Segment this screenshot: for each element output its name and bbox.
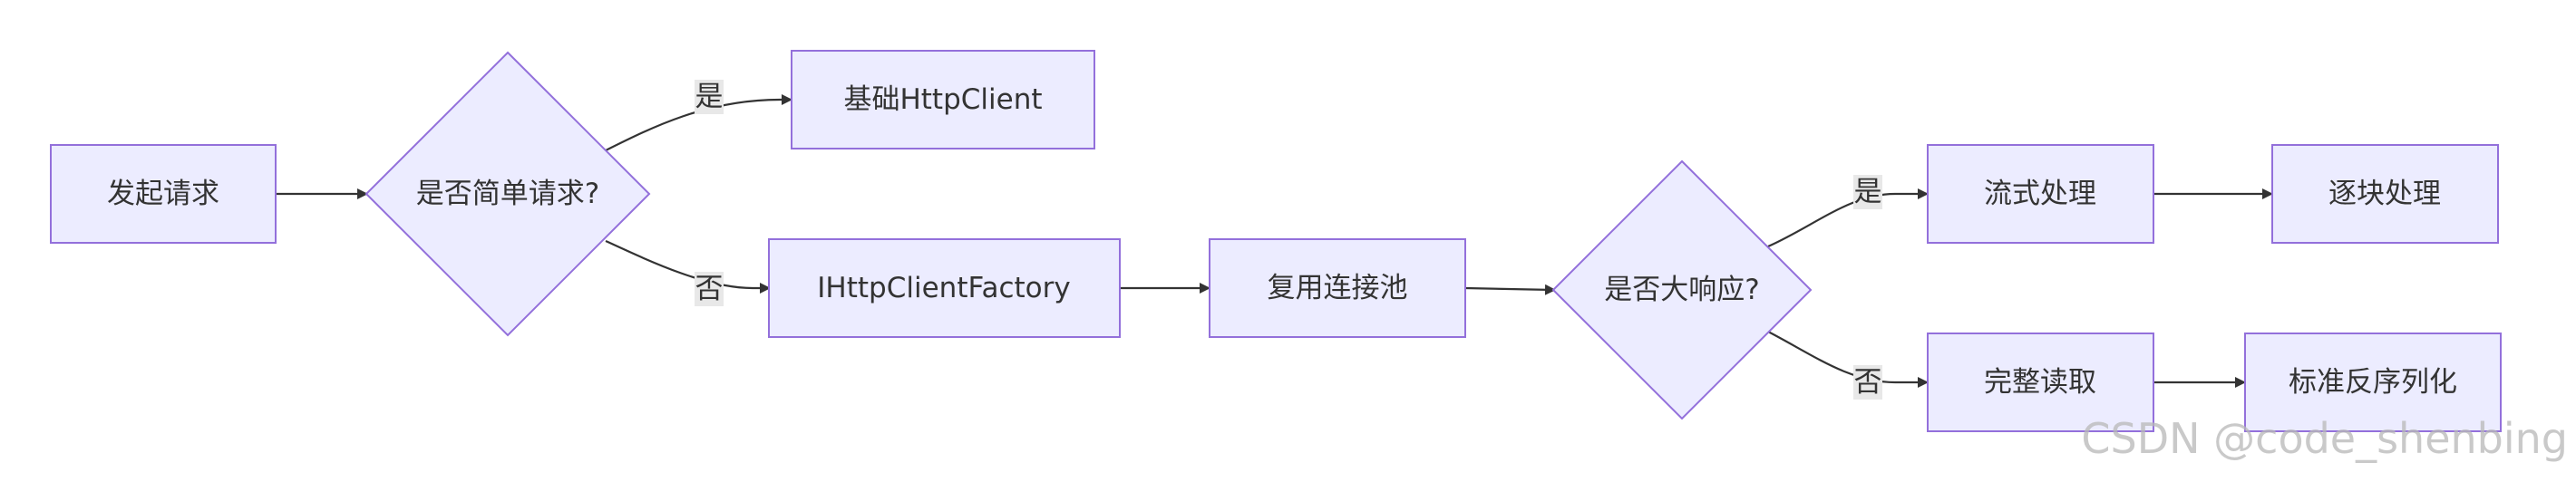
decision-large-response: 是否大响应?: [1551, 159, 1813, 420]
edge-label-simple-yes: 是: [695, 80, 724, 114]
watermark: CSDN @code_shenbing: [2081, 414, 2568, 463]
svg-text:否: 否: [1854, 366, 1882, 399]
svg-text:是: 是: [695, 81, 724, 113]
svg-text:否: 否: [695, 273, 724, 305]
node-ihttpclientfactory: IHttpClientFactory: [768, 238, 1121, 338]
node-streaming: 流式处理: [1927, 144, 2154, 244]
node-basic-httpclient: 基础HttpClient: [791, 50, 1095, 149]
edge-label-simple-no: 否: [695, 272, 724, 306]
decision-simple-request: 是否简单请求?: [365, 51, 651, 337]
svg-text:是否大响应?: 是否大响应?: [1604, 274, 1759, 306]
svg-text:是否简单请求?: 是否简单请求?: [416, 178, 599, 210]
node-full-read: 完整读取: [1927, 333, 2154, 432]
svg-text:逐块处理: 逐块处理: [2328, 178, 2441, 210]
edges: [276, 94, 2273, 388]
node-deserialize: 标准反序列化: [2244, 333, 2502, 432]
edge-label-large-no: 否: [1853, 365, 1882, 400]
node-chunked: 逐块处理: [2271, 144, 2499, 244]
svg-text:发起请求: 发起请求: [107, 178, 219, 210]
svg-text:IHttpClientFactory: IHttpClientFactory: [817, 272, 1070, 304]
svg-text:标准反序列化: 标准反序列化: [2289, 366, 2457, 399]
edge-label-large-yes: 是: [1853, 175, 1882, 209]
svg-text:是: 是: [1854, 176, 1882, 208]
svg-text:基础HttpClient: 基础HttpClient: [843, 83, 1042, 116]
node-start: 发起请求: [50, 144, 277, 244]
edge-simple-yes-to-basic-client: [605, 94, 792, 151]
edge-simple-no-to-factory: [605, 240, 771, 294]
edge-pool-to-large-decision: [1464, 284, 1556, 295]
svg-text:复用连接池: 复用连接池: [1268, 272, 1408, 304]
edge-large-yes-to-streaming: [1767, 188, 1929, 248]
edge-large-no-to-full-read: [1767, 331, 1929, 388]
svg-text:完整读取: 完整读取: [1984, 366, 2096, 399]
svg-text:流式处理: 流式处理: [1984, 178, 2096, 210]
node-connection-pool: 复用连接池: [1209, 238, 1466, 338]
